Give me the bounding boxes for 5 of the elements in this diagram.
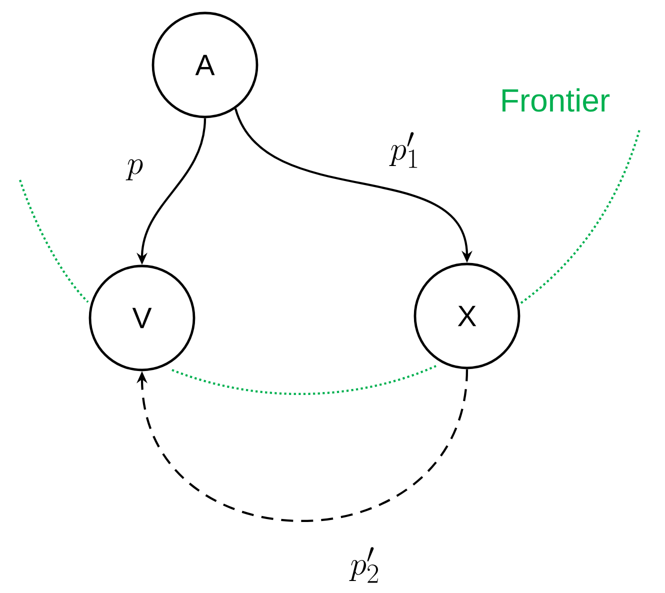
arrow — [136, 369, 468, 522]
edge-label: $p$ — [126, 159, 143, 180]
frontier-label: Frontier — [502, 88, 610, 112]
edge-label: $p'_1$ — [389, 132, 418, 168]
edge-label: $p'_2$ — [349, 547, 378, 583]
